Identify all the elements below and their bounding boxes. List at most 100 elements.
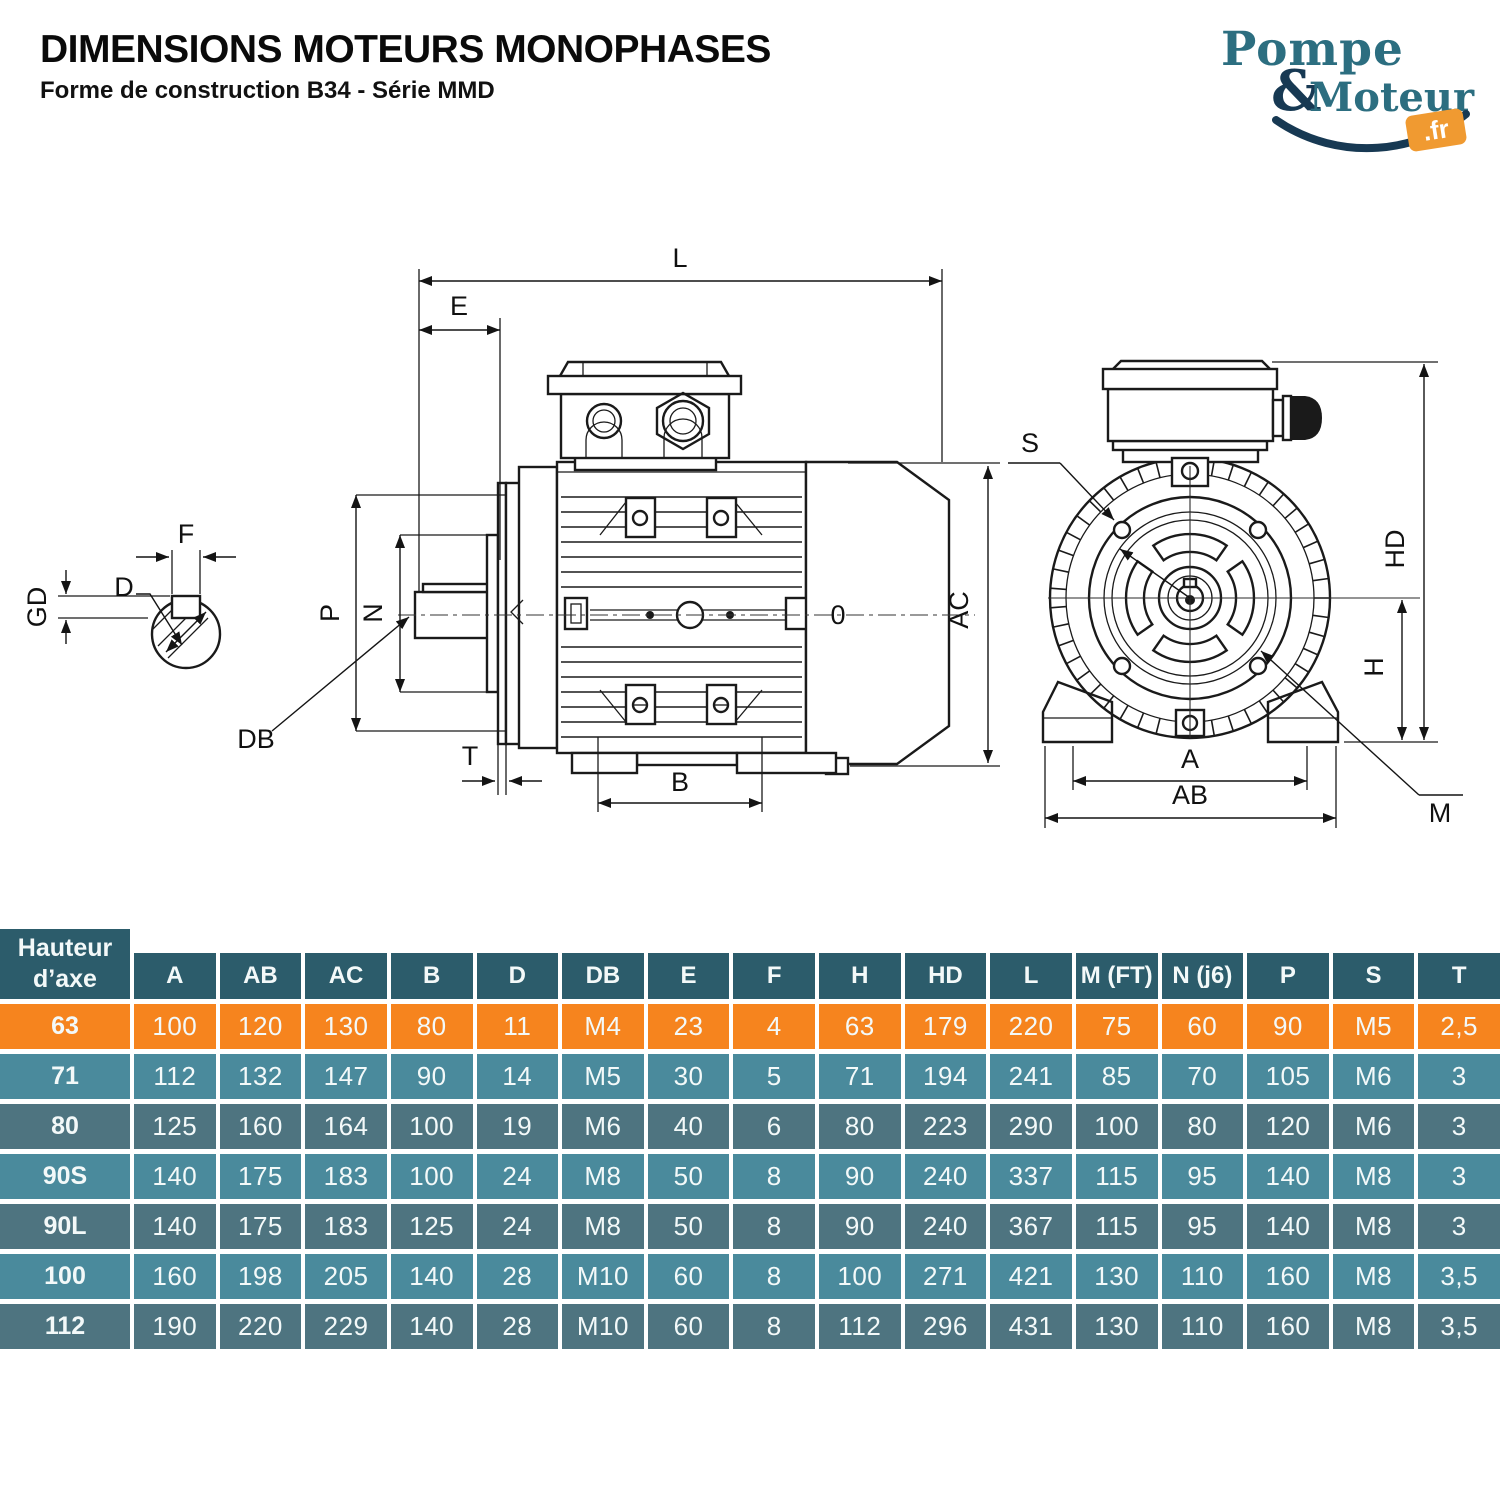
table-cell: 130 xyxy=(1075,1304,1158,1349)
table-cell: 95 xyxy=(1161,1154,1244,1199)
dim-label-A: A xyxy=(1181,744,1199,774)
column-header-a: A xyxy=(134,953,216,999)
table-cell: 6 xyxy=(733,1104,815,1149)
logo-ampersand: & xyxy=(1271,58,1322,124)
row-label-90S: 90S xyxy=(0,1154,130,1199)
brand-logo: Pompe & Moteur .fr xyxy=(1185,14,1485,179)
table-cell: 23 xyxy=(647,1004,730,1049)
table-cell: 115 xyxy=(1075,1154,1158,1199)
table-cell: 223 xyxy=(904,1104,987,1149)
table-cell: 175 xyxy=(219,1154,302,1199)
cable-gland xyxy=(1271,394,1322,442)
column-header-f: F xyxy=(733,953,815,999)
table-cell: 132 xyxy=(219,1054,302,1099)
table-cell: 205 xyxy=(305,1254,387,1299)
table-cell: M8 xyxy=(562,1154,644,1199)
page-title: DIMENSIONS MOTEURS MONOPHASES xyxy=(40,28,771,71)
column-header-m-(ft): M (FT) xyxy=(1075,953,1158,999)
table-cell: 100 xyxy=(390,1154,473,1199)
table-cell: 198 xyxy=(219,1254,302,1299)
column-header-s: S xyxy=(1332,953,1415,999)
table-cell: 80 xyxy=(819,1104,901,1149)
column-header-h: H xyxy=(819,953,901,999)
table-cell: 147 xyxy=(305,1054,387,1099)
table-cell: 60 xyxy=(647,1254,730,1299)
motor-front-view: S HD H A AB M xyxy=(1008,359,1463,828)
column-header-db: DB xyxy=(562,953,644,999)
dim-label-E: E xyxy=(450,291,468,321)
dim-label-AB: AB xyxy=(1172,780,1208,810)
table-cell: 75 xyxy=(1075,1004,1158,1049)
table-cell: 125 xyxy=(390,1204,473,1249)
table-cell: 220 xyxy=(219,1304,302,1349)
title-block: DIMENSIONS MOTEURS MONOPHASES Forme de c… xyxy=(40,28,771,105)
feet-front xyxy=(1041,680,1340,744)
table-cell: 50 xyxy=(647,1204,730,1249)
table-cell: 140 xyxy=(134,1154,216,1199)
row-label-71: 71 xyxy=(0,1054,130,1099)
dim-label-HD: HD xyxy=(1380,530,1410,569)
table-cell: 3,5 xyxy=(1418,1254,1500,1299)
dim-label-B: B xyxy=(671,767,689,797)
table-cell: 110 xyxy=(1161,1304,1244,1349)
row-label-80: 80 xyxy=(0,1104,130,1149)
column-header-hd: HD xyxy=(904,953,987,999)
terminal-box-front xyxy=(1101,359,1322,488)
column-header-d: D xyxy=(476,953,559,999)
row-label-112: 112 xyxy=(0,1304,130,1349)
table-cell: 70 xyxy=(1161,1054,1244,1099)
table-cell: 24 xyxy=(476,1204,559,1249)
table-cell: 3 xyxy=(1418,1054,1500,1099)
table-cell: 110 xyxy=(1161,1254,1244,1299)
table-cell: 3 xyxy=(1418,1104,1500,1149)
table-cell: 3,5 xyxy=(1418,1304,1500,1349)
table-cell: 100 xyxy=(1075,1104,1158,1149)
table-cell: M8 xyxy=(1332,1304,1415,1349)
table-cell: 115 xyxy=(1075,1204,1158,1249)
table-cell: 63 xyxy=(819,1004,901,1049)
table-cell: 100 xyxy=(134,1004,216,1049)
table-cell: 100 xyxy=(390,1104,473,1149)
table-cell: 175 xyxy=(219,1204,302,1249)
feet-side xyxy=(570,751,838,775)
column-header-n-(j6): N (j6) xyxy=(1161,953,1244,999)
table-cell: 90 xyxy=(390,1054,473,1099)
table-cell: 8 xyxy=(733,1154,815,1199)
table-cell: 160 xyxy=(1247,1304,1329,1349)
table-cell: 80 xyxy=(1161,1104,1244,1149)
table-cell: 4 xyxy=(733,1004,815,1049)
dim-label-M: M xyxy=(1429,798,1452,828)
table-cell: 229 xyxy=(305,1304,387,1349)
shaft xyxy=(413,582,500,640)
table-cell: 3 xyxy=(1418,1154,1500,1199)
table-cell: M5 xyxy=(1332,1004,1415,1049)
column-header-ab: AB xyxy=(219,953,302,999)
table-cell: 296 xyxy=(904,1304,987,1349)
table-cell: 240 xyxy=(904,1154,987,1199)
table-cell: 164 xyxy=(305,1104,387,1149)
row-label-63: 63 xyxy=(0,1004,130,1049)
table-cell: M6 xyxy=(1332,1104,1415,1149)
table-cell: 183 xyxy=(305,1204,387,1249)
table-cell: 60 xyxy=(1161,1004,1244,1049)
table-cell: 40 xyxy=(647,1104,730,1149)
front-view-dimensions: S HD H A AB M xyxy=(1008,361,1463,828)
table-cell: 241 xyxy=(990,1054,1072,1099)
table-cell: M6 xyxy=(562,1104,644,1149)
table-cell: 130 xyxy=(1075,1254,1158,1299)
dim-label-N: N xyxy=(358,603,388,623)
table-cell: 179 xyxy=(904,1004,987,1049)
table-cell: 160 xyxy=(134,1254,216,1299)
row-label-90L: 90L xyxy=(0,1204,130,1249)
logo-word-pompe: Pompe xyxy=(1221,22,1404,77)
table-cell: 50 xyxy=(647,1154,730,1199)
table-cell: 160 xyxy=(1247,1254,1329,1299)
table-cell: 100 xyxy=(819,1254,901,1299)
column-header-l: L xyxy=(990,953,1072,999)
table-cell: M8 xyxy=(1332,1154,1415,1199)
table-cell: 140 xyxy=(390,1254,473,1299)
terminal-box-side xyxy=(546,360,743,472)
